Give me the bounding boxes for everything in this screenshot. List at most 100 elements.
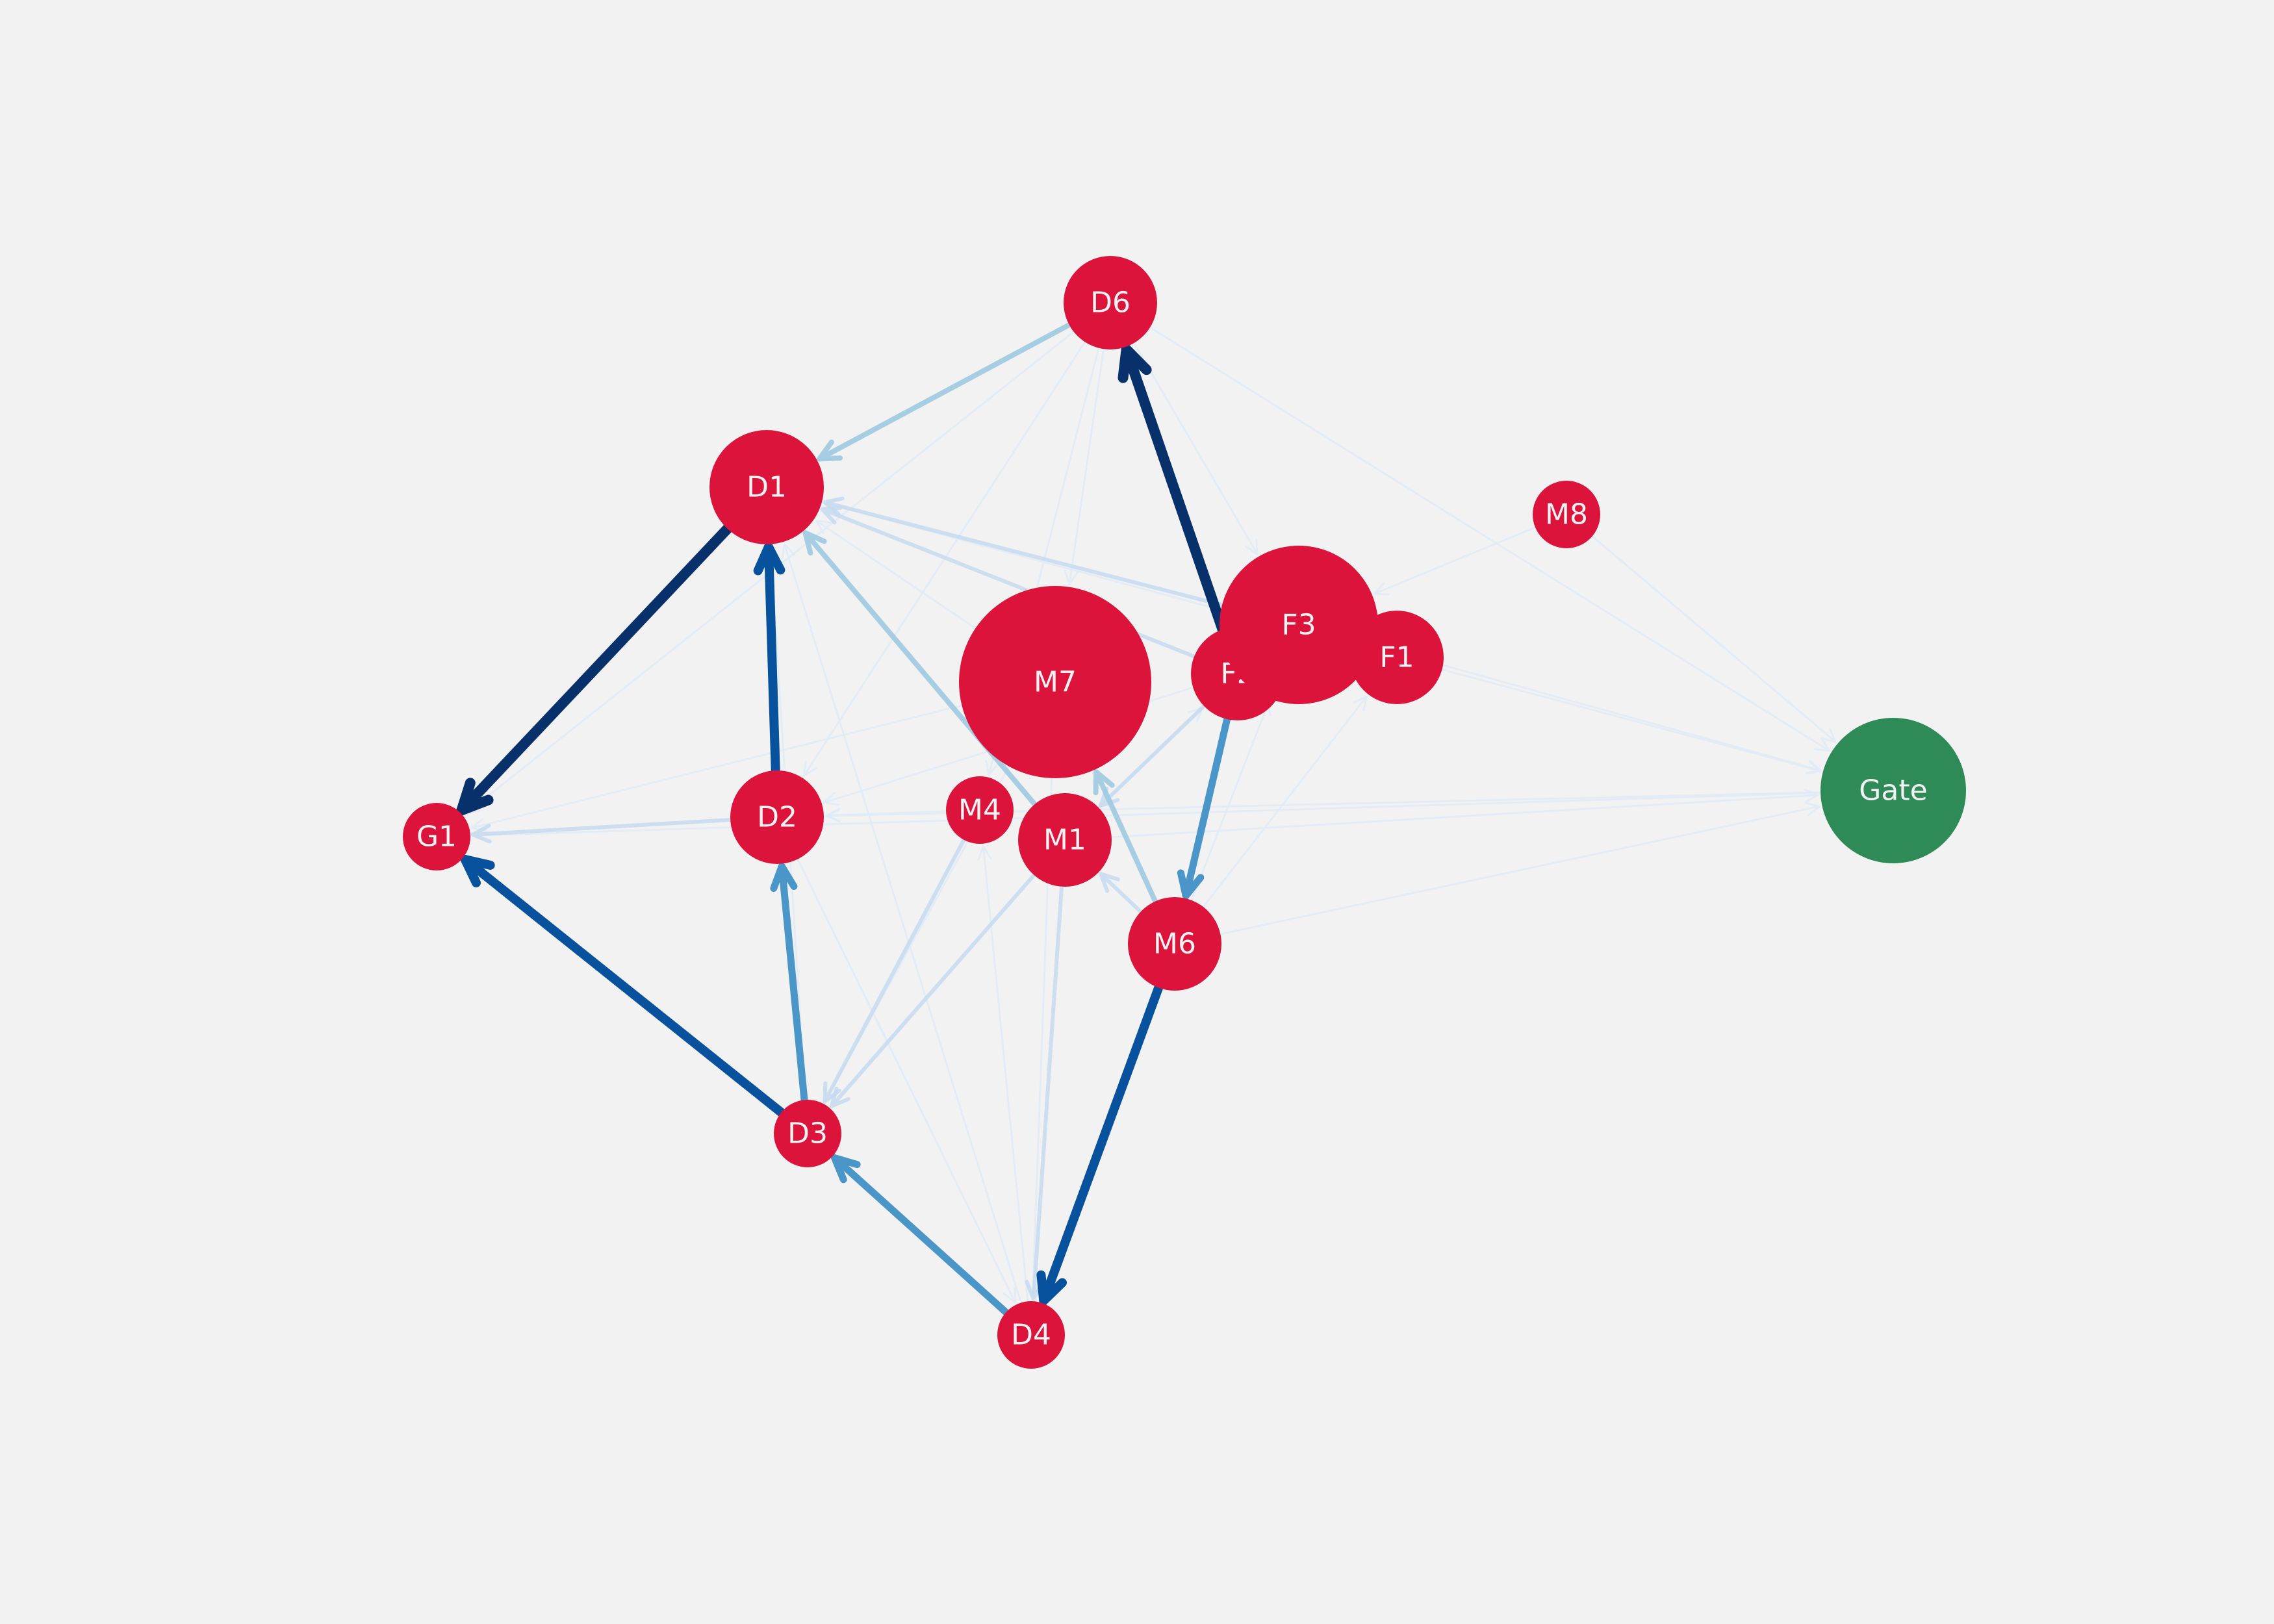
node-circle[interactable]: [946, 776, 1014, 844]
edge-D4-D3: [831, 1154, 1010, 1316]
node-label: D1: [747, 471, 787, 504]
node-circle[interactable]: [1820, 718, 1966, 863]
edge-arrowhead: [781, 543, 795, 560]
edge-line: [1202, 695, 1368, 908]
node-d1[interactable]: D1: [709, 430, 824, 544]
edge-arrowhead: [1804, 802, 1821, 817]
edge-line: [823, 500, 1224, 607]
edge-line: [460, 854, 786, 1117]
node-circle[interactable]: [774, 1100, 841, 1167]
edge-F2-M6: [1177, 715, 1231, 900]
edge-line: [472, 792, 1822, 837]
edge-M6-D4: [1036, 983, 1164, 1306]
edge-arrowhead: [456, 778, 494, 816]
node-circle[interactable]: [959, 586, 1151, 778]
nodes-layer: D1D2D3D4D6G1M1M4M6M7M8F1F2F3Gate: [403, 256, 1966, 1369]
edge-M7-D1: [815, 520, 977, 629]
edge-F1-Gate: [1441, 668, 1822, 775]
edge-M6-M7: [1093, 769, 1158, 904]
edge-line: [1591, 535, 1837, 743]
node-label: M4: [958, 794, 1001, 827]
node-circle[interactable]: [730, 770, 824, 864]
edge-M1-D1: [802, 530, 1038, 807]
node-d3[interactable]: D3: [774, 1100, 841, 1167]
edge-line: [1121, 344, 1228, 635]
node-d6[interactable]: D6: [1064, 256, 1157, 349]
edge-D6-D1: [817, 322, 1072, 462]
node-label: M8: [1545, 498, 1588, 531]
node-circle[interactable]: [1064, 256, 1157, 349]
edge-line: [470, 818, 733, 837]
node-circle[interactable]: [1220, 546, 1378, 704]
node-label: F1: [1379, 641, 1414, 674]
edge-arrowhead: [1003, 1287, 1016, 1304]
node-d2[interactable]: D2: [730, 770, 824, 864]
node-m8[interactable]: M8: [1533, 481, 1600, 548]
edge-line: [1182, 715, 1231, 900]
node-circle[interactable]: [709, 430, 824, 544]
node-f3[interactable]: F3: [1220, 546, 1378, 704]
edge-line: [1374, 645, 1822, 772]
edge-line: [831, 1154, 1010, 1316]
node-circle[interactable]: [1533, 481, 1600, 548]
node-label: M1: [1043, 824, 1086, 857]
edge-arrowhead: [823, 791, 839, 806]
edge-line: [1031, 884, 1064, 1301]
node-circle[interactable]: [1018, 793, 1112, 887]
node-m6[interactable]: M6: [1128, 897, 1221, 991]
node-label: D4: [1011, 1319, 1051, 1352]
edge-D2-D4: [797, 858, 1016, 1304]
edge-M8-F3: [1373, 526, 1537, 596]
node-label: Gate: [1859, 774, 1927, 807]
edge-line: [815, 520, 977, 629]
edge-M6-Gate: [1219, 802, 1821, 935]
node-m7[interactable]: M7: [959, 586, 1151, 778]
edge-arrowhead: [770, 863, 798, 892]
edge-line: [1190, 700, 1270, 902]
edge-arrowhead: [815, 520, 832, 535]
edge-arrowhead: [753, 542, 786, 576]
edge-arrowhead: [1804, 789, 1819, 804]
edge-arrowhead: [1373, 582, 1390, 596]
edge-line: [1441, 668, 1822, 772]
node-circle[interactable]: [997, 1301, 1065, 1369]
edge-M1-D3: [829, 873, 1036, 1108]
edge-D6-F3: [1132, 342, 1258, 555]
edge-line: [1068, 348, 1105, 586]
edge-F2-D6: [1118, 344, 1228, 635]
edge-arrowhead: [1177, 869, 1205, 900]
edge-line: [456, 523, 733, 816]
edge-F3-D1: [823, 496, 1224, 607]
node-circle[interactable]: [403, 803, 470, 870]
edge-D6-M7: [1064, 348, 1105, 586]
node-circle[interactable]: [1128, 897, 1221, 991]
node-g1[interactable]: G1: [403, 803, 470, 870]
edge-D3-D2: [770, 863, 808, 1104]
edge-arrowhead: [1814, 737, 1831, 752]
node-m1[interactable]: M1: [1018, 793, 1112, 887]
edge-arrowhead: [460, 854, 495, 888]
node-label: M7: [1034, 666, 1077, 699]
node-d4[interactable]: D4: [997, 1301, 1065, 1369]
node-label: D6: [1090, 286, 1131, 320]
edge-line: [783, 543, 1023, 1304]
edge-line: [1098, 704, 1207, 808]
edge-D3-G1: [460, 854, 786, 1117]
edge-arrowhead: [829, 1086, 850, 1108]
edge-arrowhead: [1805, 761, 1822, 775]
edge-arrowhead: [1118, 344, 1152, 383]
edge-line: [1219, 805, 1821, 935]
edge-arrowhead: [470, 824, 492, 844]
edge-M1-Gate: [1110, 789, 1819, 839]
node-m4[interactable]: M4: [946, 776, 1014, 844]
edge-arrowhead: [977, 845, 992, 861]
edge-arrowhead: [1036, 1270, 1067, 1306]
edge-line: [1132, 342, 1258, 555]
edge-M8-Gate: [1591, 535, 1837, 743]
edge-D4-D1: [781, 543, 1023, 1304]
edge-arrowhead: [831, 1154, 861, 1184]
edge-line: [1373, 526, 1537, 595]
edge-line: [763, 542, 780, 776]
node-gate[interactable]: Gate: [1820, 718, 1966, 863]
edge-line: [1110, 794, 1819, 839]
